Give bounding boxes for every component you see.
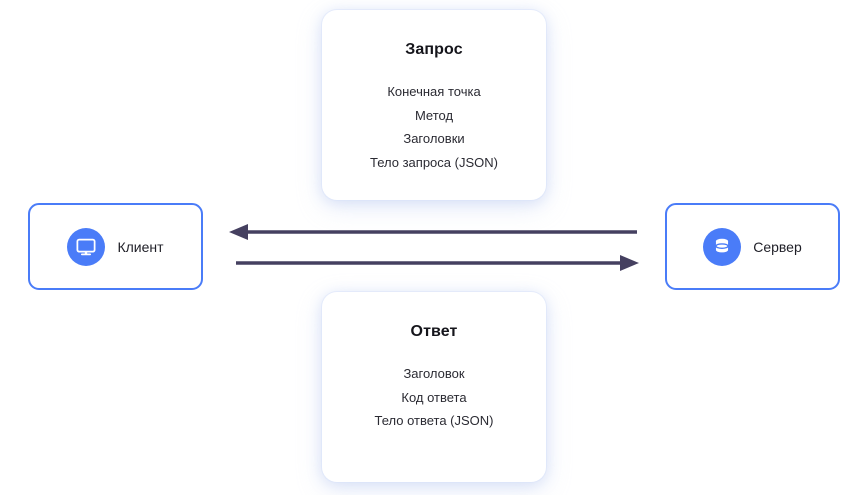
response-card: Ответ Заголовок Код ответа Тело ответа (… <box>322 292 546 482</box>
request-card-title: Запрос <box>405 41 463 58</box>
database-icon <box>703 227 742 266</box>
list-item: Метод <box>414 107 454 123</box>
monitor-icon <box>67 227 106 266</box>
list-item: Тело ответа (JSON) <box>374 413 494 428</box>
client-node: Клиент <box>28 203 203 290</box>
response-card-list: Заголовок Код ответа Тело ответа (JSON) <box>322 362 546 433</box>
list-item: Заголовок <box>403 366 465 381</box>
list-item: Конечная точка <box>387 84 481 99</box>
response-card-title: Ответ <box>410 323 458 340</box>
server-node: Сервер <box>665 203 840 290</box>
request-card: Запрос Конечная точка Метод Заголовки Те… <box>322 10 546 200</box>
request-card-list: Конечная точка Метод Заголовки Тело запр… <box>322 80 546 174</box>
list-item: Заголовки <box>403 131 465 146</box>
list-item: Код ответа <box>401 389 467 405</box>
list-item: Тело запроса (JSON) <box>370 154 498 170</box>
server-node-label: Сервер <box>753 238 802 255</box>
request-arrow <box>236 255 639 271</box>
response-arrow <box>229 224 637 240</box>
client-node-label: Клиент <box>117 238 164 255</box>
